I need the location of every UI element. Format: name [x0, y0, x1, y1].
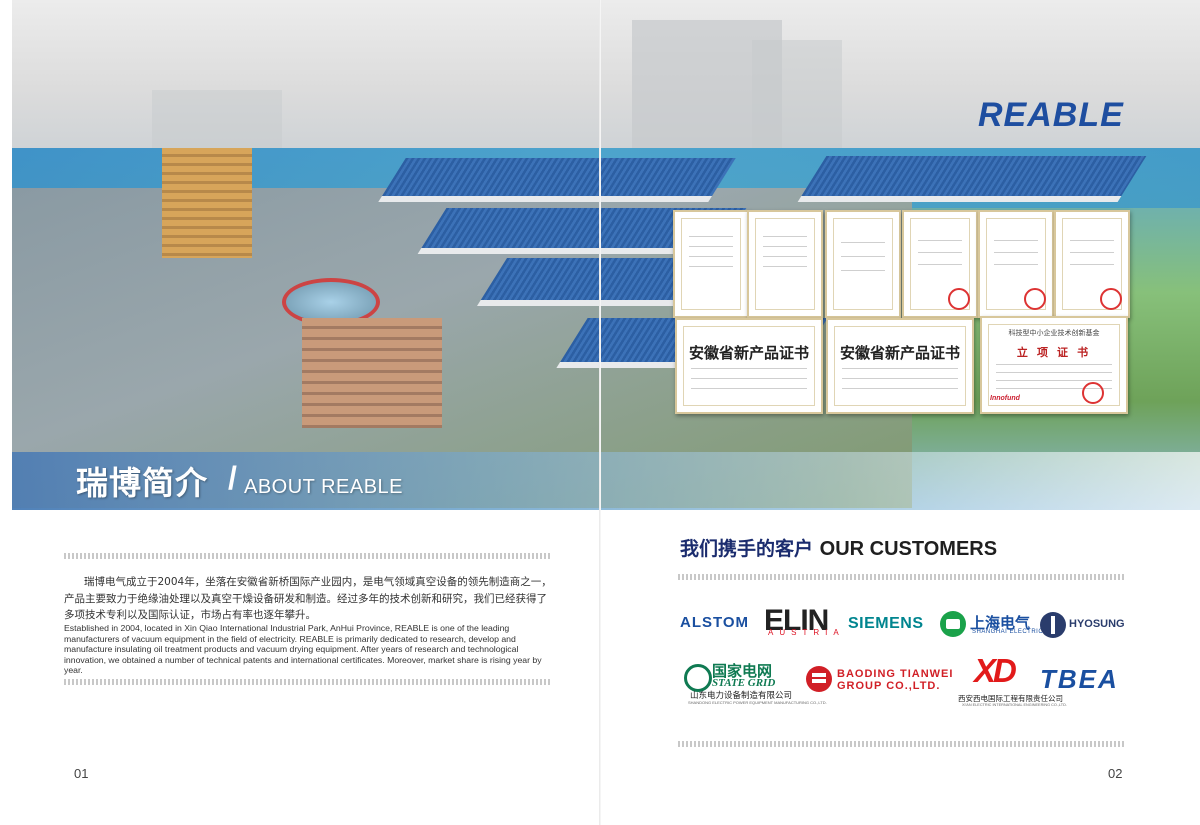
logo-state-grid-subsidiary-en: SHANDONG ELECTRIC POWER EQUIPMENT MANUFA…: [688, 700, 827, 705]
logo-baoding-line1: BAODING TIANWEI: [837, 668, 954, 680]
certificate-small-2: [747, 210, 823, 318]
certificate-title: 安徽省新产品证书: [688, 345, 809, 362]
intro-text-en: Established in 2004, located in Xin Qiao…: [64, 623, 542, 676]
logo-siemens: SIEMENS: [848, 615, 924, 632]
certificate-small-3: [825, 210, 901, 318]
certificate-small-1: [673, 210, 749, 318]
logo-shanghai-electric-cn: 上海电气: [970, 614, 1031, 632]
section-title-en: ABOUT REABLE: [244, 476, 404, 498]
section-title-cn: 瑞博简介: [76, 464, 209, 502]
logo-tbea: TBEA: [1040, 664, 1119, 694]
logo-state-grid-cn: 国家电网: [712, 662, 773, 680]
logo-elin: ELIN: [764, 604, 829, 637]
logo-xd: XD: [974, 652, 1017, 689]
certificate-small-5: [978, 210, 1054, 318]
state-grid-icon: [684, 664, 712, 692]
logo-shanghai-electric-en: SHANGHAI ELECTRIC: [972, 629, 1044, 635]
title-banner: [12, 452, 1200, 510]
customers-heading: 我们携手的客户 OUR CUSTOMERS: [680, 534, 997, 561]
certificate-anhui-1: 安徽省新产品证书: [675, 318, 823, 414]
divider: [678, 741, 1124, 747]
logo-xd-en: XI'AN ELECTRIC INTERNATIONAL ENGINEERING…: [962, 703, 1067, 707]
brand-logo: REABLE: [978, 96, 1124, 134]
page-number-right: 02: [1108, 766, 1123, 781]
customers-heading-en: OUR CUSTOMERS: [819, 538, 998, 560]
customers-heading-cn: 我们携手的客户: [680, 538, 814, 560]
logo-state-grid-en: STATE GRID: [712, 677, 776, 689]
logo-elin-sub: AUSTRIA: [768, 628, 845, 637]
divider: [64, 553, 552, 559]
certificate-small-4: [902, 210, 978, 318]
page-number-left: 01: [74, 766, 89, 781]
section-title-separator: /: [228, 460, 237, 496]
logo-state-grid-subsidiary: 山东电力设备制造有限公司: [690, 691, 793, 701]
certificate-title: 立 项 证 书: [1016, 347, 1092, 359]
hyosung-icon: [1040, 612, 1066, 638]
divider: [678, 574, 1124, 580]
certificate-small-6: [1054, 210, 1130, 318]
certificate-innovation-fund: 科技型中小企业技术创新基金 立 项 证 书 Innofund: [980, 316, 1128, 414]
logo-baoding-line2: GROUP CO.,LTD.: [837, 680, 941, 692]
top-faded-building-area: [12, 0, 1200, 148]
page-fold: [599, 0, 601, 825]
intro-text-cn: 瑞博电气成立于2004年，坐落在安徽省新桥国际产业园内，是电气领域真空设备的领先…: [64, 576, 552, 621]
baoding-tianwei-icon: [806, 666, 832, 692]
certificate-subtitle: 科技型中小企业技术创新基金: [1008, 330, 1100, 337]
divider: [64, 679, 552, 685]
logo-hyosung: HYOSUNG: [1069, 618, 1125, 630]
certificate-logo-mark: Innofund: [990, 395, 1020, 402]
logo-xd-cn: 西安西电国际工程有限责任公司: [958, 694, 1063, 703]
logo-alstom: ALSTOM: [680, 614, 750, 631]
certificate-anhui-2: 安徽省新产品证书: [826, 318, 974, 414]
shanghai-electric-icon: [940, 611, 966, 637]
certificate-title: 安徽省新产品证书: [839, 345, 960, 362]
